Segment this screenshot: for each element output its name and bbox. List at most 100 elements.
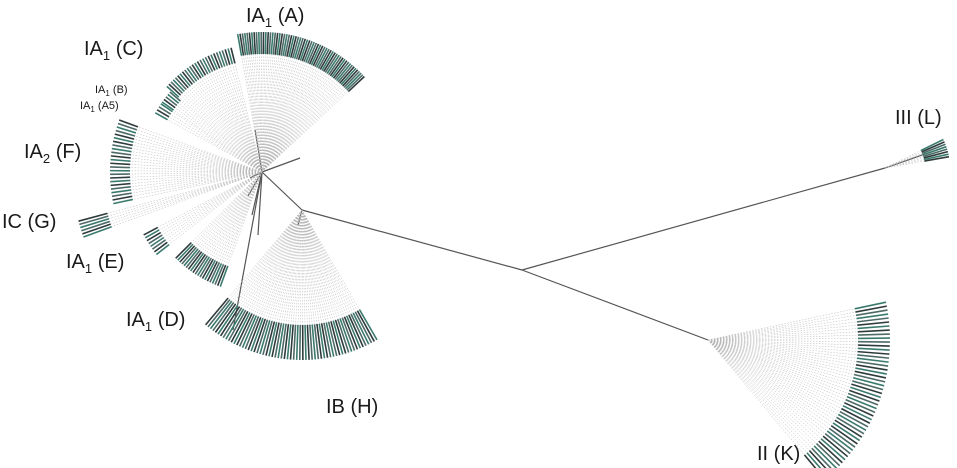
leaf-label-mark: [325, 322, 335, 357]
leaf-label-mark: [326, 54, 340, 75]
leaf-label-mark: [832, 422, 861, 442]
leaf-label-mark: [283, 324, 290, 360]
leaf-label-mark: [230, 47, 236, 64]
leaf-label-mark: [847, 392, 879, 406]
leaf-label-mark: [248, 32, 253, 55]
leaf-line: [301, 209, 320, 324]
leaf-line: [707, 339, 855, 375]
leaf-label-mark: [150, 236, 165, 248]
leaf-label-mark: [111, 147, 132, 153]
leaf-label-mark: [289, 324, 294, 360]
leaf-label-mark: [166, 85, 180, 98]
leaf-label-mark: [224, 49, 231, 65]
leaf-label-mark: [337, 64, 354, 83]
leaf-label-mark: [201, 58, 211, 74]
leaf-line: [707, 339, 834, 424]
leaf-line: [301, 209, 356, 313]
leaf-line: [175, 107, 263, 173]
tree-branch: [232, 171, 263, 331]
leaf-label-mark: [169, 91, 182, 102]
leaf-label-mark: [857, 350, 890, 355]
leaf-label-mark: [181, 246, 197, 265]
leaf-line: [224, 66, 263, 173]
leaf-line: [205, 171, 263, 255]
leaf-label-mark: [332, 60, 348, 79]
leaf-line: [237, 209, 303, 306]
leaf-label-mark: [852, 380, 884, 391]
leaf-label-mark: [204, 260, 216, 281]
leaf-line: [231, 209, 303, 302]
leaf-label-mark: [837, 413, 867, 432]
leaf-line: [707, 339, 856, 369]
leaf-label-mark: [334, 319, 347, 354]
leaf-label-mark: [148, 234, 163, 245]
leaf-label-mark: [923, 150, 949, 159]
leaf-line: [194, 171, 263, 247]
leaf-label-mark: [850, 386, 881, 399]
clade-label-h: IB (H): [326, 396, 378, 418]
leaf-line: [707, 339, 840, 412]
leaf-label-mark: [211, 263, 223, 284]
leaf-line: [707, 321, 857, 341]
clade-label-b: IA1 (B): [95, 84, 128, 98]
leaf-line: [173, 109, 263, 173]
leaf-line: [301, 209, 313, 325]
leaf-line: [301, 209, 306, 325]
leaf-line: [261, 54, 266, 173]
leaf-line: [884, 160, 925, 169]
leaf-line: [707, 339, 849, 394]
leaf-label-mark: [356, 310, 375, 342]
leaf-line: [707, 339, 808, 453]
leaf-line: [214, 70, 263, 173]
leaf-line: [132, 171, 263, 197]
tree-branch: [301, 209, 523, 271]
leaf-label-mark: [117, 122, 138, 131]
leaf-label-mark: [181, 71, 193, 85]
leaf-line: [135, 132, 263, 173]
leaf-label-mark: [243, 32, 249, 56]
leaf-line: [239, 209, 303, 307]
leaf-label-mark: [214, 263, 225, 285]
leaf-label-mark: [201, 258, 214, 279]
leaf-label-mark: [227, 309, 247, 342]
leaf-label-mark: [247, 317, 262, 351]
leaf-label-mark: [209, 300, 233, 330]
leaf-label-mark: [256, 319, 269, 354]
leaf-line: [707, 339, 815, 447]
leaf-line: [241, 209, 303, 308]
leaf-label-mark: [186, 67, 198, 82]
leaf-line: [301, 209, 303, 325]
leaf-line: [168, 116, 263, 173]
fan-c: [166, 47, 263, 173]
leaf-line: [295, 209, 303, 325]
leaf-label-mark: [339, 66, 355, 84]
leaf-label-mark: [334, 61, 350, 80]
leaf-line: [110, 171, 263, 225]
leaf-label-mark: [846, 395, 877, 410]
leaf-line: [301, 209, 345, 317]
clade-labels: IA1 (A) IA1 (C) IA1 (B) IA1 (A5) IA2 (F)…: [2, 5, 942, 465]
leaf-line: [196, 171, 263, 248]
leaf-label-mark: [230, 311, 249, 343]
leaf-label-mark: [317, 48, 330, 69]
leaf-line: [229, 209, 303, 300]
leaf-line: [261, 85, 343, 173]
fan-b: [161, 91, 263, 173]
leaf-label-mark: [215, 52, 223, 68]
leaf-line: [301, 209, 360, 310]
leaf-label-mark: [857, 325, 890, 330]
leaf-line: [707, 339, 830, 429]
leaf-label-mark: [192, 253, 207, 274]
leaf-line: [707, 339, 848, 397]
leaf-label-mark: [112, 144, 133, 150]
leaf-line: [130, 171, 263, 178]
leaf-label-mark: [332, 320, 344, 355]
leaf-label-mark: [183, 248, 199, 267]
leaf-line: [301, 209, 347, 317]
leaf-line: [707, 339, 846, 400]
tree-branch: [247, 171, 263, 197]
leaf-label-mark: [843, 401, 874, 417]
leaf-line: [130, 170, 263, 173]
leaf-label-mark: [857, 329, 890, 333]
leaf-line: [219, 68, 263, 173]
